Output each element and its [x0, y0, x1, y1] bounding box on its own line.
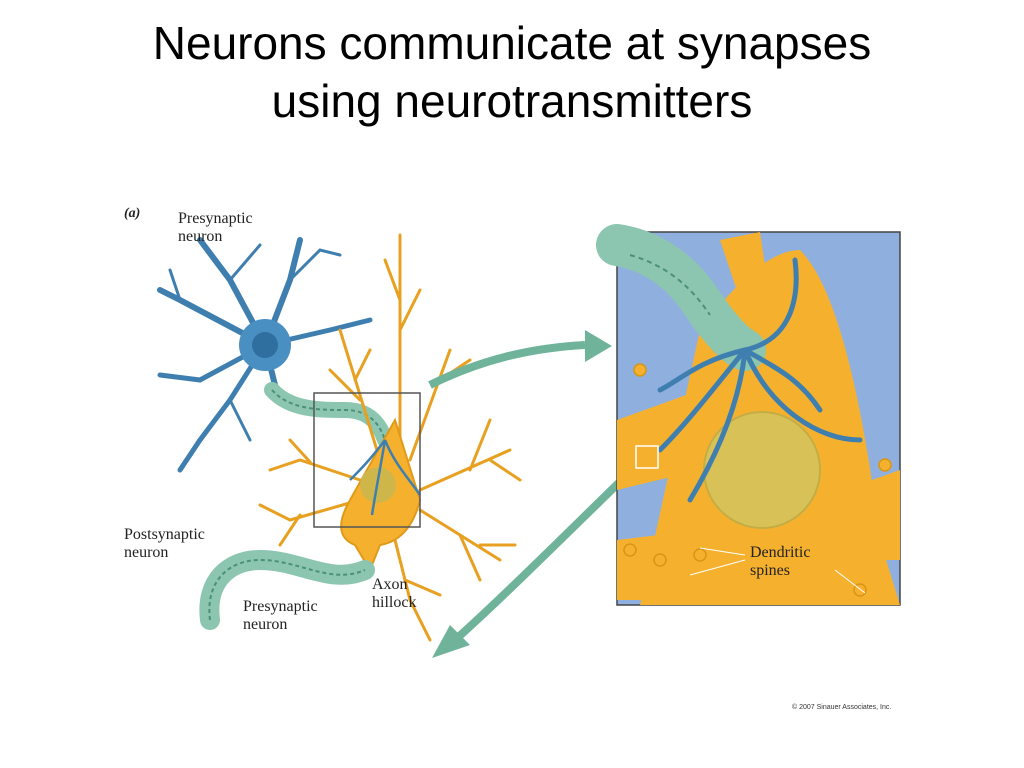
label-presynaptic-neuron-top: Presynaptic neuron — [178, 210, 253, 246]
zoom-arrow-down — [452, 467, 635, 643]
myelinated-axon-bottom — [199, 549, 375, 630]
panel-label: (a) — [124, 206, 141, 221]
inset-nucleus — [703, 411, 821, 529]
presynaptic-nucleus — [252, 332, 278, 358]
zoom-arrow-right — [428, 341, 586, 389]
label-line: neuron — [243, 616, 288, 633]
axon-terminals-main — [349, 439, 422, 516]
zoom-arrow-right-head — [585, 330, 612, 362]
label-line: Dendritic — [750, 544, 811, 561]
label-line: Presynaptic — [178, 210, 253, 227]
inset-panel — [596, 224, 901, 606]
zoom-arrow-down-head — [432, 625, 470, 658]
label-presynaptic-neuron-bottom: Presynaptic neuron — [243, 598, 318, 634]
label-line: spines — [750, 562, 790, 579]
slide-title: Neurons communicate at synapses using ne… — [0, 14, 1024, 130]
label-dendritic-spines: Dendritic spines — [750, 544, 810, 580]
title-line-2: using neurotransmitters — [271, 75, 753, 127]
label-line: neuron — [178, 228, 223, 245]
label-axon-hillock: Axon hillock — [372, 576, 416, 612]
myelinated-axon-top — [264, 382, 393, 448]
copyright-notice: © 2007 Sinauer Associates, Inc. — [792, 704, 892, 711]
label-postsynaptic-neuron: Postsynaptic neuron — [124, 526, 205, 562]
label-line: Axon — [372, 576, 408, 593]
label-line: neuron — [124, 544, 169, 561]
zoom-region-box — [313, 392, 421, 528]
label-line: Presynaptic — [243, 598, 318, 615]
label-line: Postsynaptic — [124, 526, 205, 543]
title-line-1: Neurons communicate at synapses — [152, 17, 872, 69]
label-line: hillock — [372, 594, 417, 611]
